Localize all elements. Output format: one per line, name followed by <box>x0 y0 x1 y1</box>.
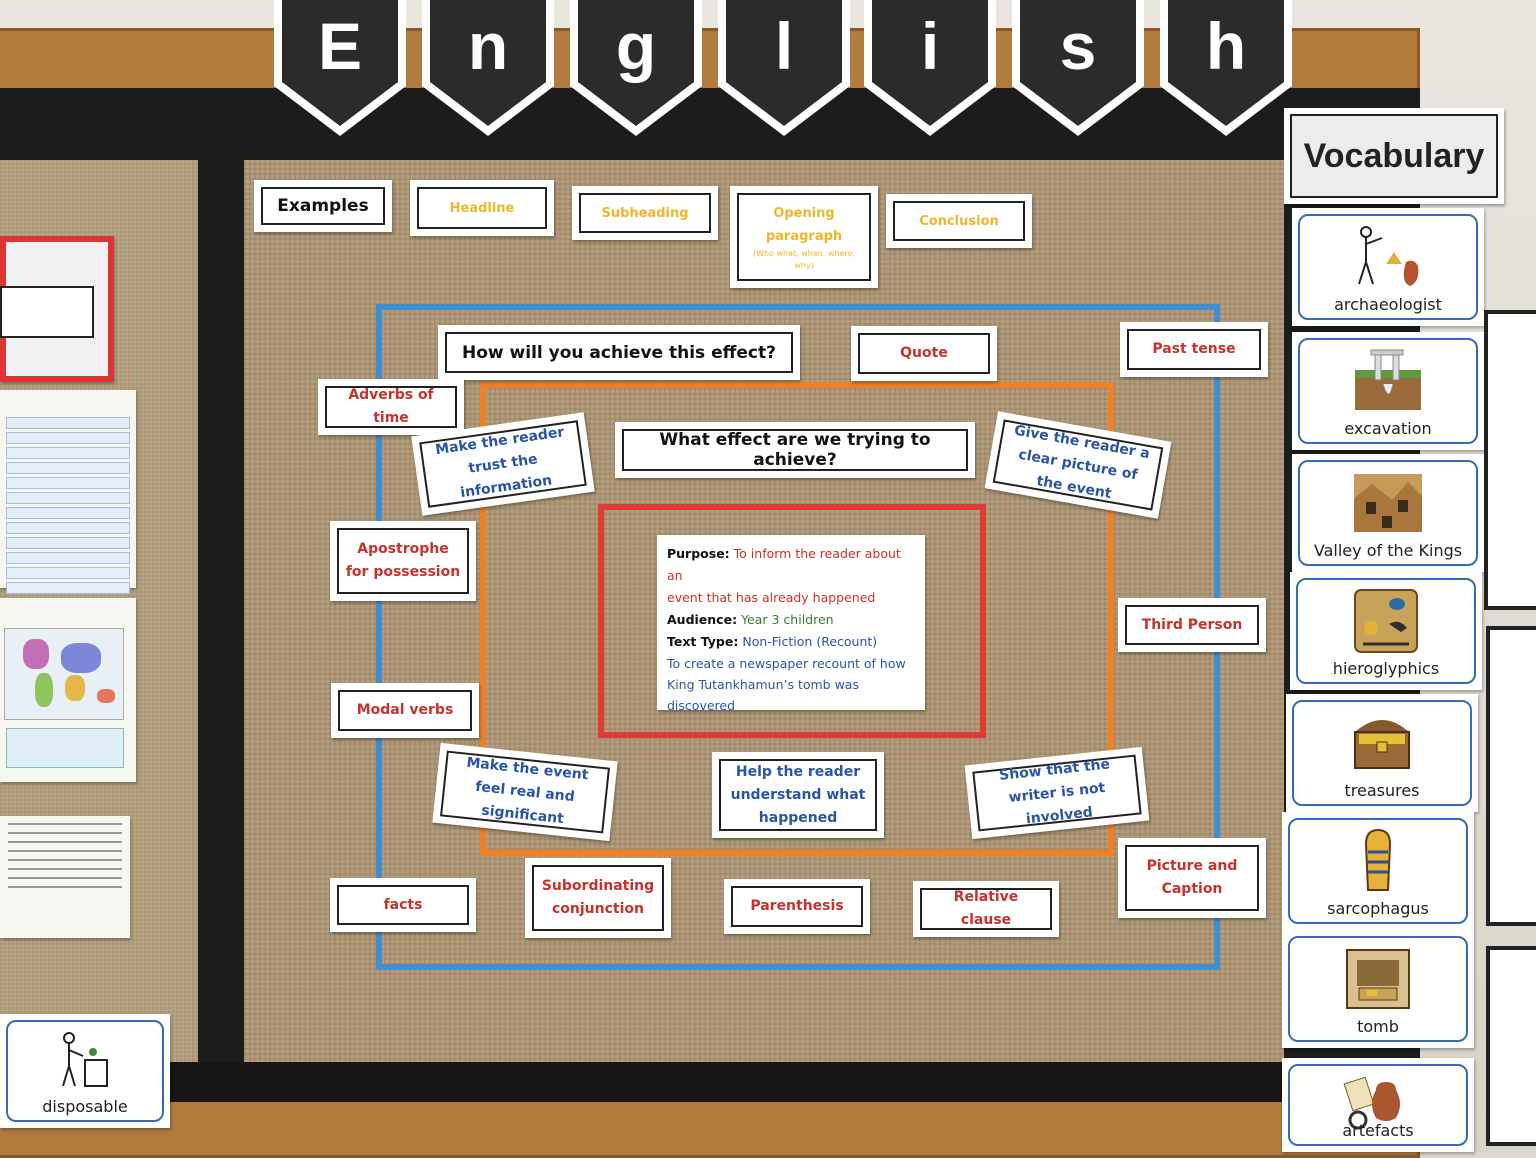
purpose-text-1: To inform the reader about an <box>667 546 901 583</box>
feature-card-subordinating: Subordinating conjunction <box>525 858 671 938</box>
right-edge-card-bottom <box>1486 946 1536 1146</box>
vocab-card: excavation <box>1292 332 1484 450</box>
banner-letter: g <box>615 9 657 83</box>
vocab-word: hieroglyphics <box>1332 659 1440 678</box>
opening-paragraph-label: Opening paragraph <box>765 206 843 244</box>
vocab-word: treasures <box>1344 781 1420 800</box>
banner-letter: h <box>1205 9 1247 83</box>
artefacts-icon <box>1343 1076 1400 1130</box>
sarcophagus-icon <box>1364 828 1392 891</box>
vocab-word: excavation <box>1344 419 1432 438</box>
vocab-card: treasures <box>1286 694 1478 812</box>
feature-card-third-person: Third Person <box>1118 598 1266 652</box>
glossary-poster <box>0 390 136 594</box>
right-edge-card-top <box>1484 310 1536 610</box>
feature-card-quote: Quote <box>851 326 997 381</box>
banner-letter: E <box>317 9 363 83</box>
banner-pennant: g <box>568 0 704 138</box>
vocab-card: sarcophagus <box>1282 812 1474 930</box>
knowledge-organiser-poster <box>0 236 114 382</box>
board-bottom-border <box>170 1062 1290 1102</box>
conclusion-card: Conclusion <box>886 194 1032 248</box>
vocab-word: artefacts <box>1342 1121 1414 1140</box>
vocab-card-disposable: disposable <box>0 1014 170 1128</box>
valley-of-the-kings-icon <box>1354 474 1422 532</box>
red-tape-frame <box>598 504 986 738</box>
banner-letter: i <box>920 9 940 83</box>
banner-pennant: s <box>1010 0 1146 138</box>
vocab-card: archaeologist <box>1292 208 1484 326</box>
audience-label: Audience: <box>667 612 738 627</box>
task-text-3: discovered <box>667 698 736 713</box>
vocab-card: Valley of the Kings <box>1292 454 1484 572</box>
headline-card: Headline <box>410 180 554 236</box>
excavation-icon <box>1355 349 1421 410</box>
effect-card-understand: Help the reader understand what happened <box>712 752 884 838</box>
banner-pennant: h <box>1158 0 1294 138</box>
archaeologist-icon <box>1358 226 1419 286</box>
texttype-label: Text Type: <box>667 634 739 649</box>
purpose-label: Purpose: <box>667 546 730 561</box>
vocab-word: Valley of the Kings <box>1313 541 1463 560</box>
purpose-text-2: event that has already happened <box>667 590 876 605</box>
pennant-shape <box>422 0 554 136</box>
vocab-card: tomb <box>1282 930 1474 1048</box>
feature-card-adverbs-of-time: Adverbs of time <box>318 379 464 435</box>
orange-tape-frame <box>480 382 1114 856</box>
subheading-card: Subheading <box>572 186 718 240</box>
hieroglyphics-icon <box>1354 589 1418 653</box>
banner-pennant: i <box>862 0 998 138</box>
feature-card-past-tense: Past tense <box>1120 322 1268 377</box>
feature-card-parenthesis: Parenthesis <box>724 879 870 934</box>
pennant-shape <box>864 0 996 136</box>
feature-card-facts: facts <box>330 878 476 932</box>
banner-pennant: n <box>420 0 556 138</box>
fill-in-paragraph-poster <box>0 816 130 938</box>
vocabulary-title-card: Vocabulary <box>1284 108 1504 204</box>
task-text-2: King Tutankhamun’s tomb was <box>667 677 859 692</box>
banner-letter: l <box>774 9 794 83</box>
feature-card-relative-clause: Relative clause <box>913 881 1059 937</box>
opening-paragraph-note: (Who what, when, where, why) <box>752 249 856 270</box>
banner-letter: n <box>467 9 509 83</box>
purpose-card: Purpose: To inform the reader about an e… <box>657 535 925 713</box>
pennant-shape <box>1160 0 1292 136</box>
treasures-icon <box>1354 720 1410 769</box>
texttype-text: Non-Fiction (Recount) <box>742 634 878 649</box>
task-text-1: To create a newspaper recount of how <box>667 656 906 671</box>
audience-text: Year 3 children <box>741 612 834 627</box>
vocab-word: tomb <box>1357 1017 1399 1036</box>
feature-card-picture-caption: Picture and Caption <box>1118 838 1266 918</box>
pennant-shape <box>274 0 406 136</box>
banner-pennant: l <box>716 0 852 138</box>
banner-pennant: E <box>272 0 408 138</box>
effect-question-card: What effect are we trying to achieve? <box>615 422 975 478</box>
opening-paragraph-card: Opening paragraph (Who what, when, where… <box>730 186 878 288</box>
bin-icon <box>62 1032 108 1087</box>
feature-card-apostrophe: Apostrophe for possession <box>330 521 476 601</box>
feature-card-modal-verbs: Modal verbs <box>331 683 479 738</box>
right-edge-card-middle <box>1486 626 1536 926</box>
vocab-word: disposable <box>42 1097 128 1116</box>
pennant-shape <box>718 0 850 136</box>
examples-card: Examples <box>254 180 392 232</box>
vocab-card: hieroglyphics <box>1290 572 1482 690</box>
vocab-word: archaeologist <box>1334 295 1442 314</box>
banner-letter: s <box>1059 9 1097 83</box>
achieve-question-card: How will you achieve this effect? <box>438 325 800 380</box>
vocab-word: sarcophagus <box>1327 899 1429 918</box>
pennant-shape <box>570 0 702 136</box>
world-map-poster <box>0 598 136 782</box>
tomb-icon <box>1346 949 1410 1009</box>
pennant-shape <box>1012 0 1144 136</box>
vocab-card: artefacts <box>1282 1058 1474 1152</box>
